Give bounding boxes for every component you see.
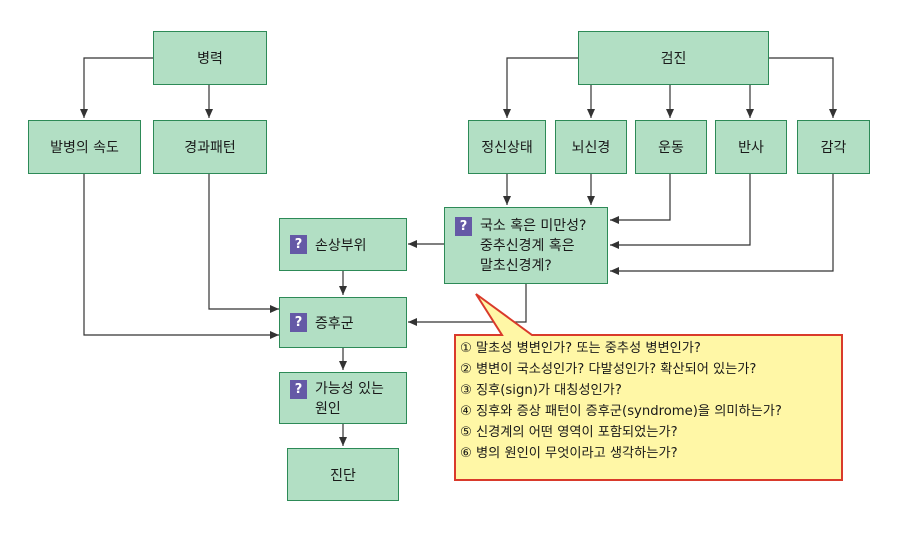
course-pattern-node: 경과패턴 [153, 120, 267, 174]
reflex-node: 반사 [715, 120, 787, 174]
question-callout [454, 293, 843, 481]
exam-to-mental-arrow [503, 57, 578, 118]
question-item: ② 병변이 국소성인가? 다발성인가? 확산되어 있는가? [460, 362, 757, 377]
question-item: ③ 징후(sign)가 대칭성인가? [460, 383, 622, 398]
motor-to-localization-arrow [610, 174, 671, 224]
localization-line-3: 말초신경계? [480, 258, 552, 274]
course-pattern-label: 경과패턴 [184, 140, 236, 156]
onset-to-syndrome-arrow [83, 174, 279, 339]
cranial-nerves-node: 뇌신경 [555, 120, 627, 174]
diagnosis-label: 진단 [330, 467, 356, 484]
sensory-node: 감각 [797, 120, 870, 174]
possible-cause-line-1: 가능성 있는 [315, 381, 384, 397]
localization-to-syndrome-arrow [408, 284, 527, 326]
reflex-to-localization-arrow [610, 174, 751, 249]
syndrome-node: ? 증후군 [279, 297, 407, 348]
cranial-nerves-label: 뇌신경 [571, 140, 611, 156]
localization-node: ? 국소 혹은 미만성? 중추신경계 혹은 말초신경계? [444, 207, 608, 284]
syndrome-label: 증후군 [315, 315, 354, 332]
localization-line-1: 국소 혹은 미만성? [480, 218, 587, 234]
reflex-label: 반사 [738, 140, 764, 156]
onset-speed-node: 발병의 속도 [28, 120, 141, 174]
mental-status-node: 정신상태 [468, 120, 546, 174]
diagnosis-node: 진단 [287, 448, 399, 501]
exam-to-sensory-arrow [769, 57, 837, 118]
question-mark-icon: ? [290, 313, 307, 332]
history-node: 병력 [153, 31, 267, 85]
lesion-site-label: 손상부위 [315, 237, 367, 254]
mental-status-label: 정신상태 [481, 140, 533, 156]
question-item: ① 말초성 병변인가? 또는 중추성 병변인가? [460, 341, 701, 356]
possible-cause-line-2: 원인 [315, 401, 341, 417]
lesion-site-node: ? 손상부위 [279, 218, 407, 271]
question-item: ④ 징후와 증상 패턴이 증후군(syndrome)을 의미하는가? [460, 404, 782, 419]
sensory-to-localization-arrow [610, 174, 834, 275]
sensory-label: 감각 [820, 140, 847, 156]
history-to-onset-arrow [80, 57, 153, 118]
course-to-syndrome-arrow [208, 174, 279, 313]
onset-speed-label: 발병의 속도 [50, 140, 119, 156]
possible-cause-text: 가능성 있는 원인 [315, 379, 384, 419]
question-list: ① 말초성 병변인가? 또는 중추성 병변인가? ② 병변이 국소성인가? 다발… [460, 338, 840, 464]
localization-text: 국소 혹은 미만성? 중추신경계 혹은 말초신경계? [480, 216, 587, 276]
possible-cause-node: ? 가능성 있는 원인 [279, 372, 407, 424]
question-mark-icon: ? [290, 235, 307, 254]
localization-line-2: 중추신경계 혹은 [480, 238, 575, 254]
question-mark-icon: ? [290, 380, 307, 399]
question-item: ⑥ 병의 원인이 무엇이라고 생각하는가? [460, 446, 678, 461]
exam-label: 검진 [660, 51, 687, 67]
exam-node: 검진 [578, 31, 769, 85]
motor-node: 운동 [635, 120, 707, 174]
motor-label: 운동 [658, 140, 684, 156]
question-mark-icon: ? [455, 217, 472, 236]
question-item: ⑤ 신경계의 어떤 영역이 포함되었는가? [460, 425, 678, 440]
history-label: 병력 [197, 51, 223, 67]
